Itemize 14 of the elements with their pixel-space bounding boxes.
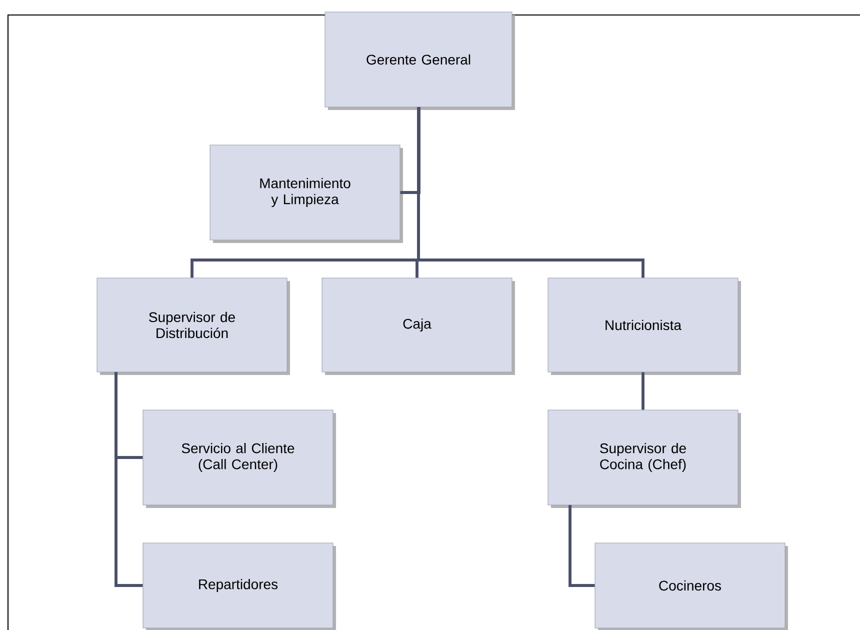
org-box: Repartidores — [142, 542, 336, 630]
connector-line — [114, 372, 143, 587]
org-box: Mantenimiento y Limpieza — [210, 144, 403, 243]
connector-line — [417, 107, 644, 278]
org-box: Caja — [322, 278, 515, 375]
connector-line — [400, 107, 420, 194]
org-box: Gerente General — [324, 12, 515, 110]
org-box: Supervisor de Cocina (Chef) — [548, 410, 741, 508]
org-box: Supervisor de Distribución — [96, 278, 290, 375]
org-box: Nutricionista — [548, 278, 741, 375]
org-box: Cocineros — [594, 542, 788, 630]
connector-line — [642, 372, 644, 410]
org-box: Servicio al Cliente (Call Center) — [142, 410, 336, 508]
connector-line — [568, 505, 595, 587]
